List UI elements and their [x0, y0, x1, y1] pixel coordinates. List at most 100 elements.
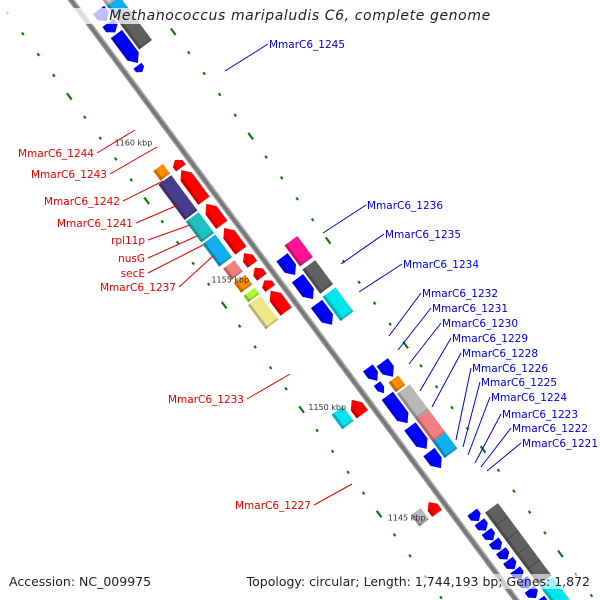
- reverse-gene-label[interactable]: secE: [121, 268, 145, 280]
- gene-box-gray[interactable]: [495, 517, 520, 542]
- gene-box-mmarc6-1229[interactable]: [396, 384, 429, 420]
- gene-arrow[interactable]: [110, 29, 144, 67]
- forward-gene-label[interactable]: MmarC6_1225: [481, 377, 557, 389]
- forward-gene-label[interactable]: MmarC6_1231: [432, 303, 508, 315]
- gene-arrow[interactable]: [467, 508, 483, 525]
- minor-tick: [392, 533, 397, 537]
- gene-box-mmarc6-1234[interactable]: [322, 287, 354, 322]
- gene-box-mmarc6-1236[interactable]: [284, 235, 313, 267]
- forward-gene-label[interactable]: MmarC6_1234: [403, 259, 479, 271]
- gene-arrow[interactable]: [170, 156, 186, 172]
- leader-line: [419, 337, 452, 392]
- gene-arrow[interactable]: [133, 62, 146, 75]
- gene-arrow[interactable]: [259, 277, 276, 293]
- gene-box-gray[interactable]: [506, 531, 531, 556]
- gene-box-gray[interactable]: [517, 546, 541, 571]
- forward-gene-label[interactable]: MmarC6_1223: [502, 409, 578, 421]
- gene-arrow[interactable]: [376, 358, 399, 381]
- gene-arrow[interactable]: [404, 422, 432, 453]
- gene-box-mmarc6-1235[interactable]: [302, 260, 334, 294]
- leader-line: [358, 263, 403, 293]
- gene-arrow[interactable]: [474, 518, 491, 534]
- gene-box-gray[interactable]: [485, 503, 509, 528]
- gene-arrow[interactable]: [496, 547, 512, 563]
- minor-tick: [268, 365, 273, 370]
- gene-arrow[interactable]: [423, 447, 446, 472]
- gene-box-mmarc6-1226[interactable]: [432, 432, 458, 458]
- gene-box-mmarc6-1244[interactable]: [158, 175, 198, 220]
- gene-arrow[interactable]: [265, 286, 292, 316]
- forward-gene-label[interactable]: MmarC6_1236: [367, 200, 443, 212]
- gene-arrow[interactable]: [239, 250, 258, 268]
- minor-tick: [496, 468, 501, 473]
- gene-box-nuse[interactable]: [243, 287, 260, 303]
- gene-box-mmarc6-1227[interactable]: [411, 508, 430, 527]
- forward-gene-label[interactable]: MmarC6_1226: [472, 363, 548, 375]
- forward-gene-label[interactable]: MmarC6_1221: [522, 438, 598, 450]
- forward-gene-label[interactable]: MmarC6_1228: [462, 348, 538, 360]
- minor-tick: [202, 71, 206, 76]
- forward-gene-label[interactable]: MmarC6_1224: [491, 392, 567, 404]
- accession-text: Accession: NC_009975: [9, 574, 152, 589]
- gene-arrow[interactable]: [276, 253, 300, 279]
- gene-box[interactable]: [92, 0, 120, 7]
- gene-box-mmarc6-1242[interactable]: [202, 234, 233, 267]
- forward-gene-label[interactable]: MmarC6_1232: [422, 288, 498, 300]
- reverse-gene-label[interactable]: MmarC6_1233: [168, 394, 244, 406]
- leader-line: [224, 43, 269, 72]
- kbp-label: 1145 kbp: [388, 513, 426, 522]
- gene-arrow[interactable]: [219, 224, 247, 255]
- leader-line: [135, 204, 179, 224]
- gene-arrow[interactable]: [424, 499, 442, 517]
- gene-arrow[interactable]: [291, 274, 319, 303]
- forward-gene-label[interactable]: MmarC6_1245: [269, 39, 345, 51]
- gene-arrow[interactable]: [363, 364, 382, 384]
- leader-line: [147, 235, 198, 259]
- leader-line: [147, 244, 204, 274]
- gene-box-mmarc6-1233[interactable]: [331, 406, 354, 430]
- reverse-gene-label[interactable]: MmarC6_1237: [100, 282, 176, 294]
- minor-tick: [175, 240, 180, 245]
- forward-gene-label[interactable]: MmarC6_1222: [512, 423, 588, 435]
- gene-arrow[interactable]: [503, 556, 519, 573]
- gene-box-mmarc6-1241[interactable]: [223, 260, 243, 280]
- gene-box-mmarc6-1243[interactable]: [185, 212, 215, 243]
- gene-arrow[interactable]: [310, 299, 338, 329]
- reverse-gene-label[interactable]: nusG: [118, 253, 145, 265]
- gene-box-orange[interactable]: [153, 163, 171, 181]
- gene-arrow[interactable]: [481, 527, 498, 544]
- forward-gene-label[interactable]: MmarC6_1230: [442, 318, 518, 330]
- minor-tick: [419, 363, 423, 368]
- map-title: Methanococcus maripaludis C6, complete g…: [0, 8, 600, 24]
- leader-line: [486, 442, 522, 472]
- major-tick: [169, 27, 177, 36]
- major-tick: [324, 236, 332, 245]
- forward-gene-label[interactable]: MmarC6_1229: [452, 333, 528, 345]
- gene-arrow[interactable]: [201, 200, 228, 229]
- minor-tick: [295, 196, 299, 201]
- gene-arrow[interactable]: [488, 537, 505, 553]
- gene-arrow[interactable]: [250, 264, 267, 281]
- forward-gene-label[interactable]: MmarC6_1235: [385, 229, 461, 241]
- gene-box-mmarc6-1237[interactable]: [247, 295, 279, 330]
- gene-arrow[interactable]: [381, 391, 413, 428]
- gene-box-rpl11p[interactable]: [233, 274, 253, 293]
- gene-box-mmarc6-1228[interactable]: [415, 409, 446, 442]
- genome-summary: Topology: circular; Length: 1,744,193 bp…: [246, 574, 590, 589]
- reverse-gene-label[interactable]: rpl11p: [111, 235, 145, 247]
- reverse-gene-label[interactable]: MmarC6_1241: [57, 218, 133, 230]
- major-tick: [220, 301, 228, 310]
- minor-tick: [357, 280, 361, 285]
- reverse-gene-label[interactable]: MmarC6_1227: [235, 500, 311, 512]
- minor-tick: [36, 52, 41, 57]
- reverse-gene-label[interactable]: MmarC6_1243: [31, 169, 107, 181]
- leader-line: [480, 427, 512, 468]
- gene-box-mmarc6-1230[interactable]: [388, 375, 406, 393]
- gene-arrow[interactable]: [176, 166, 210, 205]
- gene-arrow[interactable]: [373, 381, 388, 395]
- minor-tick: [237, 324, 242, 328]
- reverse-gene-label[interactable]: MmarC6_1242: [44, 196, 120, 208]
- gene-arrow[interactable]: [346, 396, 369, 419]
- reverse-gene-label[interactable]: MmarC6_1244: [18, 148, 94, 160]
